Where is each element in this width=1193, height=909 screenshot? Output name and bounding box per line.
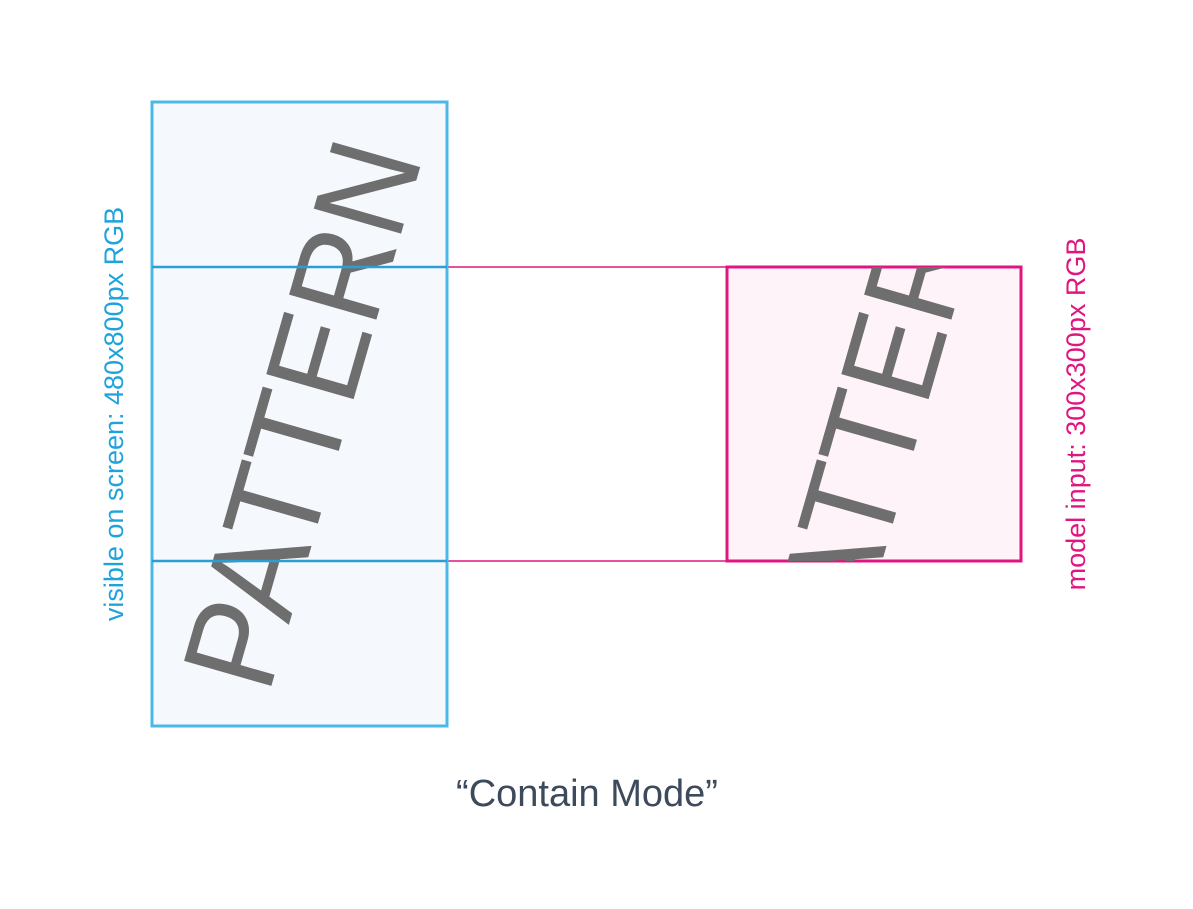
model-panel-box <box>725 265 1023 563</box>
screen-panel: PATTERN visible on screen: 480x800px RGB <box>99 100 449 728</box>
model-panel: PATTERN model input: 300x300px RGB <box>725 238 1091 591</box>
screen-panel-label: visible on screen: 480x800px RGB <box>99 207 129 621</box>
diagram-caption: “Contain Mode” <box>456 773 718 815</box>
model-panel-label: model input: 300x300px RGB <box>1061 238 1091 591</box>
screen-panel-box <box>150 100 449 728</box>
